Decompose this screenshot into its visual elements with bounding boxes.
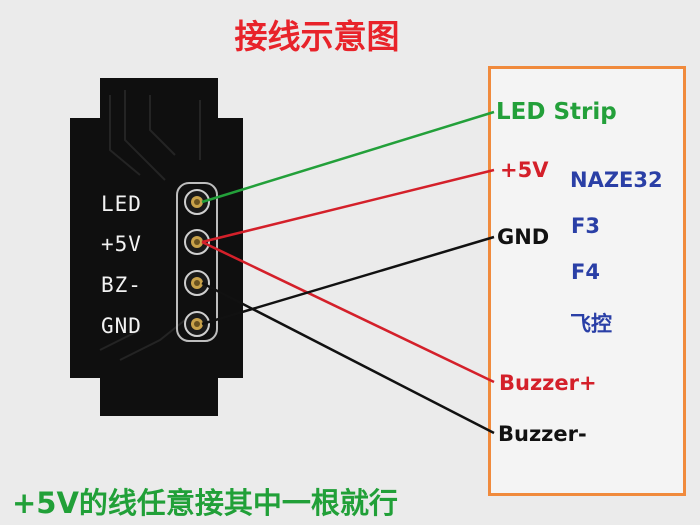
controller-naze32: NAZE32 <box>570 168 663 192</box>
silk-label-5v: +5V <box>101 232 142 256</box>
pin-header-outline <box>176 182 218 342</box>
silk-label-gnd: GND <box>101 314 142 338</box>
silk-label-led: LED <box>101 192 142 216</box>
wire-bz-to-buzzer-minus <box>201 281 495 435</box>
label-led-strip: LED Strip <box>496 99 617 125</box>
wire-gnd <box>201 235 495 326</box>
label-buzzer-plus: Buzzer+ <box>499 371 597 395</box>
wire-led-strip <box>201 110 495 204</box>
controller-flight-control: 飞控 <box>570 312 612 336</box>
wiring-note: +5V的线任意接其中一根就行 <box>12 486 398 520</box>
flight-controller-box <box>488 66 686 496</box>
controller-f4: F4 <box>571 260 600 284</box>
wire-5v-to-5v <box>201 168 495 244</box>
pin-pads <box>184 189 210 337</box>
diagram-title: 接线示意图 <box>234 17 400 56</box>
label-5v: +5V <box>500 158 549 182</box>
label-gnd: GND <box>497 225 550 249</box>
wire-5v-to-buzzer-plus <box>201 240 495 384</box>
controller-f3: F3 <box>571 214 600 238</box>
silk-label-bz: BZ- <box>101 273 142 297</box>
label-buzzer-minus: Buzzer- <box>498 422 587 446</box>
